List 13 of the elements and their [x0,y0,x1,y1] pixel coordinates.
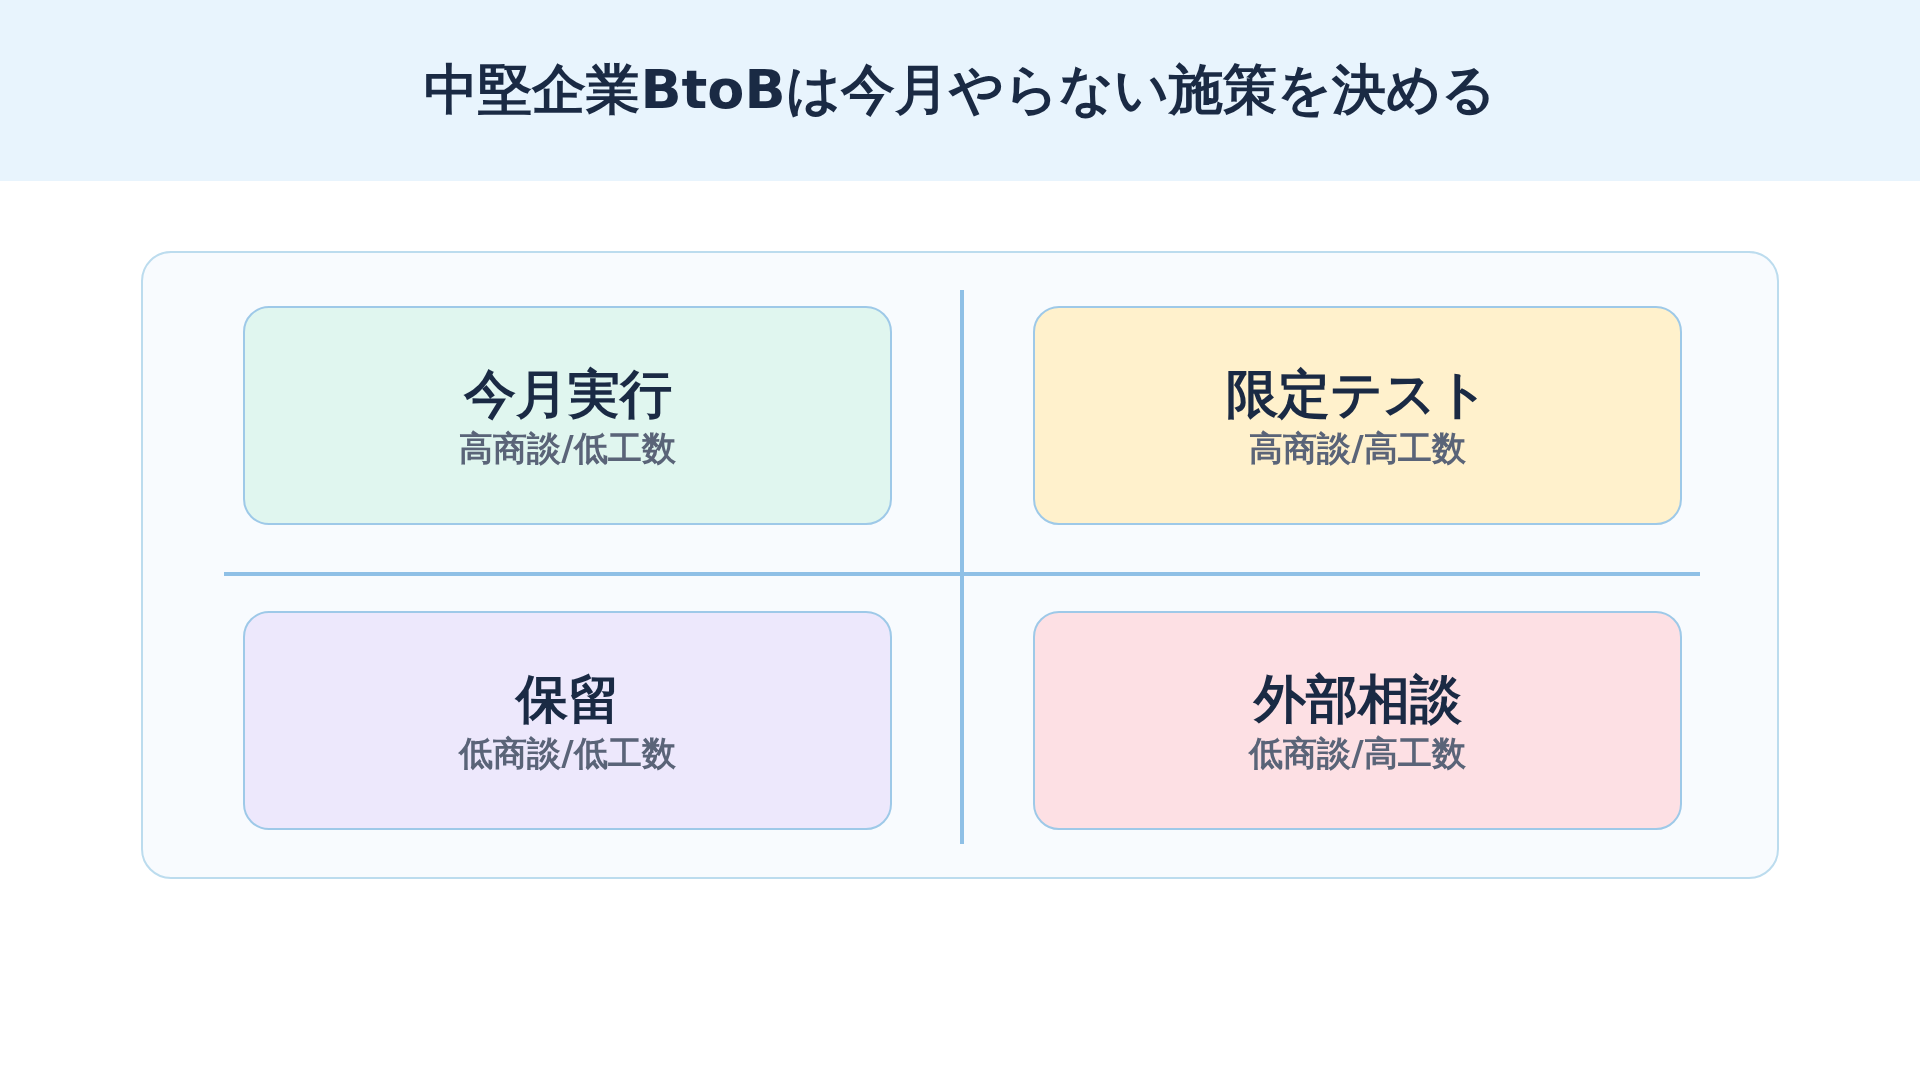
quadrant-box [243,611,892,830]
quadrant-criteria: 高商談/高工数 [1249,426,1466,470]
quadrant-heading: 外部相談 [1253,667,1462,731]
quadrant-box [1033,306,1682,525]
quadrant-criteria: 低商談/低工数 [459,731,676,775]
title: 中堅企業BtoBは今月やらない施策を決める [423,57,1497,123]
quadrant-heading: 今月実行 [463,362,672,426]
quadrant-heading: 保留 [515,667,620,731]
quadrant-criteria: 高商談/低工数 [459,426,676,470]
quadrant-box [243,306,892,525]
quadrant-heading: 限定テスト [1226,362,1489,426]
quadrant-criteria: 低商談/高工数 [1249,731,1466,775]
quadrant-box [1033,611,1682,830]
